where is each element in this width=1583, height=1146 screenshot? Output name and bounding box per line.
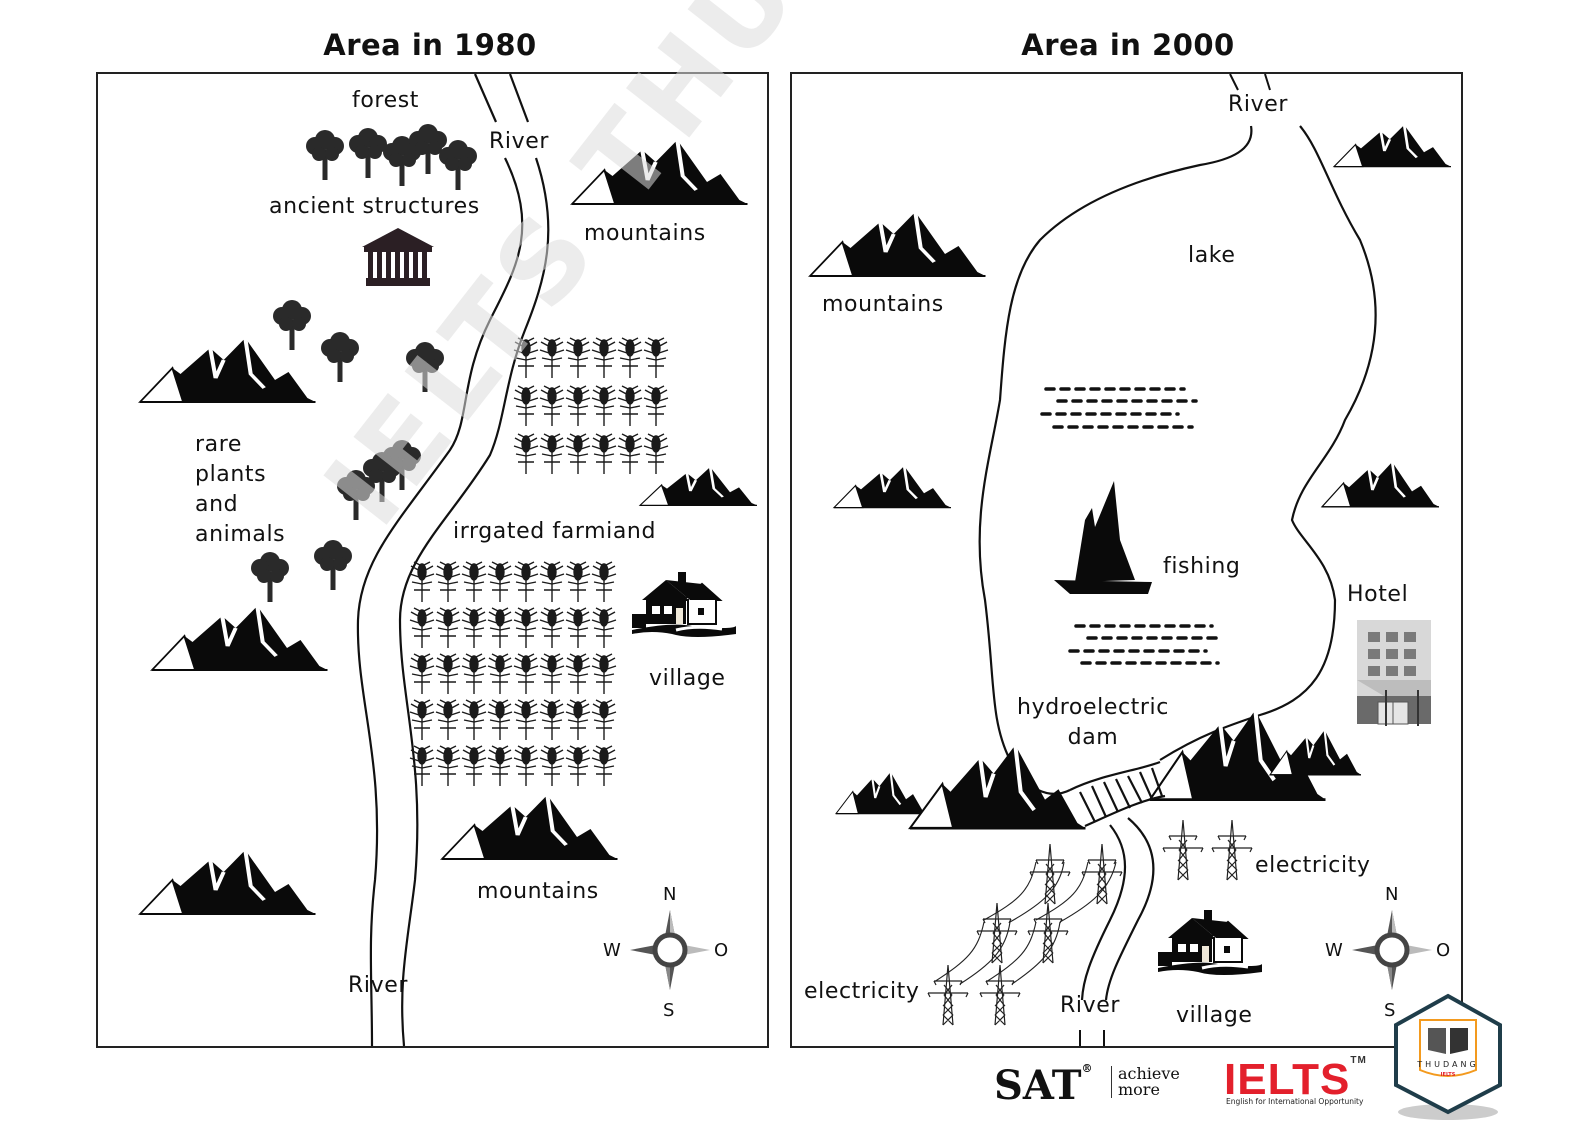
label-electricity-left: electricity <box>804 979 920 1004</box>
label-hotel: Hotel <box>1347 582 1409 607</box>
river-2000-bottom-east <box>1104 817 1155 1001</box>
label-mountains-top-1980: mountains <box>584 221 706 246</box>
compass-north-1980: N <box>663 884 677 905</box>
label-irrigated-farmland: irrgated farmiand <box>453 519 657 544</box>
ielts-tagline: English for International Opportunity <box>1226 1097 1364 1106</box>
ancient-structure-icon <box>362 228 434 286</box>
label-electricity-right: electricity <box>1255 853 1371 878</box>
ielts-logo: IELTSTM <box>1224 1055 1367 1105</box>
label-rare-plants-animals: rare plants and animals <box>195 432 286 547</box>
ielts-tm: TM <box>1350 1055 1367 1066</box>
label-fishing: fishing <box>1163 554 1241 579</box>
pylon-icon <box>1027 902 1069 964</box>
thudang-badge-logo <box>1394 993 1502 1120</box>
river-1980-east-bank <box>398 73 550 1047</box>
sat-logo-text: SAT <box>994 1062 1082 1109</box>
label-lake: lake <box>1188 243 1236 268</box>
compass-south-2000: S <box>1384 1000 1396 1021</box>
label-hydroelectric-dam: hydroelectric dam <box>1017 695 1169 750</box>
label-village-2000: village <box>1176 1003 1253 1028</box>
sat-logo: SAT® <box>994 1062 1093 1109</box>
power-lines <box>933 861 1117 985</box>
compass-east-2000: O <box>1436 940 1451 961</box>
village-house-icon <box>1156 908 1264 977</box>
label-river-bottom-2000: River <box>1060 993 1120 1018</box>
label-village-1980: village <box>649 666 726 691</box>
mountain-icon <box>1332 123 1453 168</box>
pylon-icon <box>1162 819 1204 881</box>
pylon-icon <box>927 964 969 1026</box>
hotel-icon <box>1357 620 1431 726</box>
badge-name: THUDANG <box>1417 1060 1479 1069</box>
ielts-logo-text: IELTS <box>1224 1055 1351 1104</box>
compass-icon <box>1352 910 1432 990</box>
map-title-2000: Area in 2000 <box>1021 28 1235 62</box>
hydroelectric-dam-icon <box>1069 760 1166 828</box>
label-river-top-2000: River <box>1228 92 1288 117</box>
compass-west-2000: W <box>1325 940 1343 961</box>
label-river-top-1980: River <box>489 129 549 154</box>
badge-sub: IELTS <box>1440 1072 1456 1078</box>
label-river-bottom-1980: River <box>348 973 408 998</box>
mountain-icon <box>834 770 929 815</box>
compass-west-1980: W <box>603 940 621 961</box>
mountain-icon <box>1320 460 1441 509</box>
label-mountains-bottom-1980: mountains <box>477 879 599 904</box>
water-ripples-upper <box>1040 387 1198 429</box>
pylon-icon <box>1029 843 1071 905</box>
mountain-icon <box>832 464 953 509</box>
fishing-boat-icon <box>1054 481 1152 594</box>
pylon-icon <box>1211 819 1253 881</box>
mountain-icon <box>1268 728 1363 776</box>
lake-outline <box>978 125 1377 795</box>
sat-tagline: achieve more <box>1111 1066 1180 1098</box>
sat-registered-mark: ® <box>1081 1062 1093 1075</box>
river-2000-top <box>1229 73 1271 91</box>
pylon-icon <box>1081 843 1123 905</box>
water-ripples-lower <box>1068 624 1224 665</box>
river-2000-bottom-west <box>1080 824 1126 1001</box>
mountain-icon <box>810 212 986 276</box>
river-1980-west-bank <box>356 73 524 1047</box>
compass-south-1980: S <box>663 1000 675 1021</box>
map-title-1980: Area in 1980 <box>323 28 537 62</box>
label-ancient-structures: ancient structures <box>269 194 480 219</box>
label-mountains-2000: mountains <box>822 292 944 317</box>
sat-tagline-line1: achieve <box>1118 1064 1180 1083</box>
label-forest: forest <box>352 88 419 113</box>
pylon-icon <box>979 964 1021 1026</box>
mountain-icon <box>910 745 1086 828</box>
compass-north-2000: N <box>1385 884 1399 905</box>
sat-tagline-line2: more <box>1118 1080 1160 1099</box>
compass-east-1980: O <box>714 940 729 961</box>
